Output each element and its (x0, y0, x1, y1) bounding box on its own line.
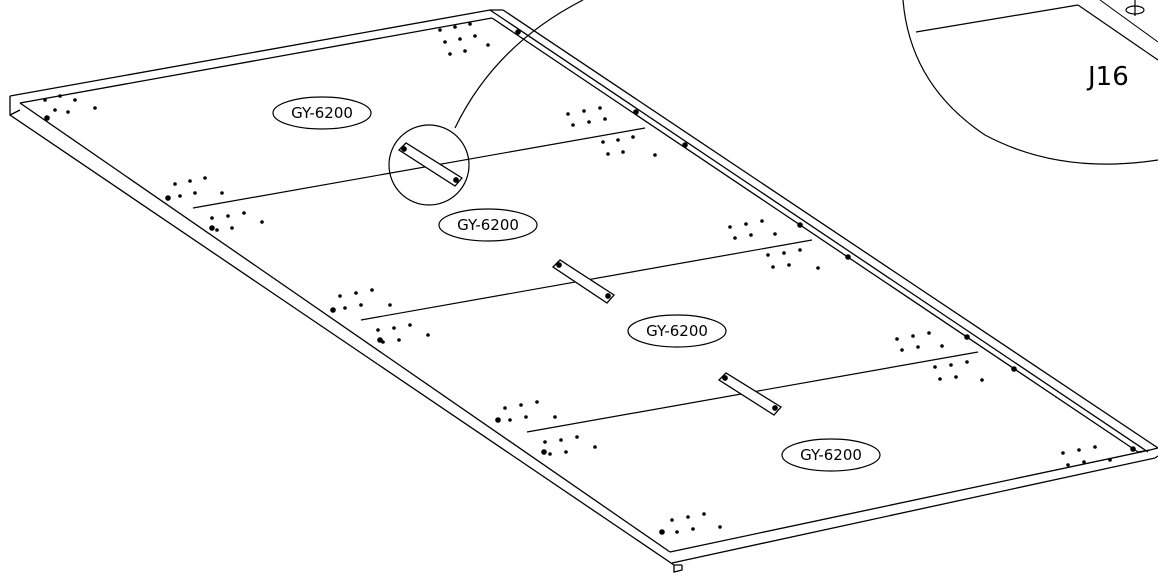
panel-label-text: GY-6200 (646, 322, 708, 340)
seam-line (192, 127, 646, 209)
detail-circle (902, 0, 1158, 165)
callout-circle (388, 124, 470, 206)
connector-plate-icon (717, 372, 782, 416)
detail-label: J16 (1086, 62, 1129, 92)
panel-label-text: GY-6200 (800, 446, 862, 464)
detail-callout: J16 (902, 0, 1158, 165)
panel-label-3: GY-6200 (627, 314, 727, 348)
panel-label-1: GY-6200 (272, 96, 372, 130)
mounting-holes (43, 22, 1112, 534)
panel-label-text: GY-6200 (291, 104, 353, 122)
detail-seam-line (915, 4, 1079, 33)
connector-plate-icon (397, 142, 463, 187)
board-frame (9, 9, 1158, 573)
panel-label-text: GY-6200 (457, 216, 519, 234)
panel-label-2: GY-6200 (438, 208, 538, 242)
panel-labels: GY-6200 GY-6200 GY-6200 GY-6200 (272, 96, 881, 472)
detail-connector-icon (1125, 0, 1145, 16)
connector-plate-icon (551, 259, 615, 304)
rail-screws (44, 29, 1136, 535)
callout-leader-line (454, 0, 584, 129)
panel-label-4: GY-6200 (781, 438, 881, 472)
connector-plates (397, 142, 782, 416)
